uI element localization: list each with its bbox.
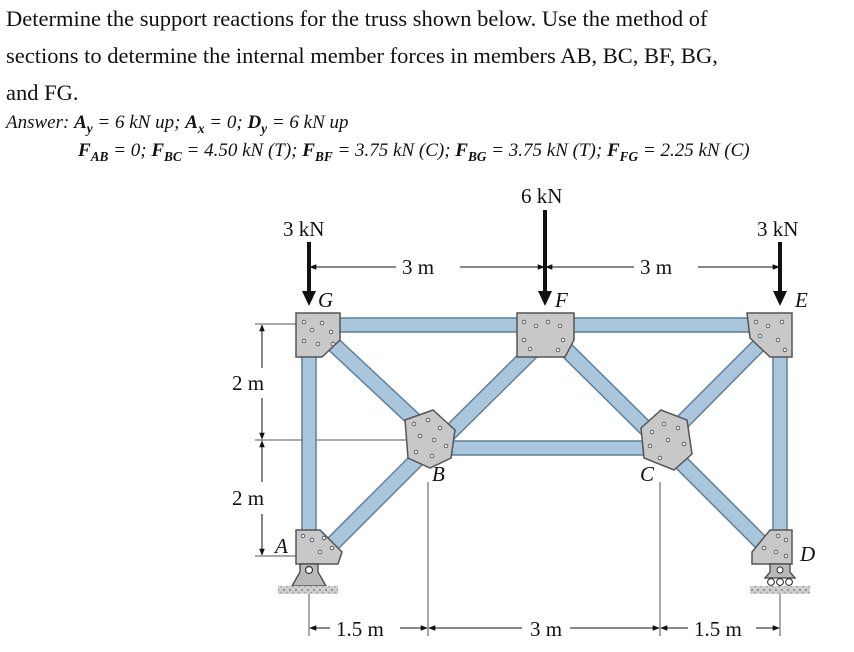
node-label-a: A [273,534,288,558]
gusset-a [295,529,343,565]
load-label-center: 6 kN [521,184,562,208]
ax-sub: x [197,120,205,136]
member-ag [301,324,317,551]
fab-sub: AB [90,148,109,164]
node-labels: G F E B C A D [273,288,815,566]
dim-label-top-left: 3 m [402,255,434,279]
fbg-value: = 3.75 kN (T); [486,140,607,161]
support-a-pin [278,563,338,594]
fbf-value: = 3.75 kN (C); [332,140,456,161]
fbf-label: F [302,140,315,161]
node-label-f: F [554,288,568,312]
fbg-label: F [455,140,468,161]
dy-label: D [247,112,262,133]
gusset-g [295,312,341,358]
answer-prefix: Answer: [6,112,70,133]
load-arrowhead-f [538,291,552,306]
dim-label-bottom-center: 3 m [530,617,562,641]
load-label-right: 3 kN [757,217,798,241]
support-d-roller [750,563,810,594]
fbc-sub: BC [164,148,182,164]
fab-label: F [78,140,91,161]
ground-d [750,586,810,594]
load-arrowhead-e [773,291,787,306]
dim-label-bottom-right: 1.5 m [694,617,742,641]
dim-label-left-upper: 2 m [232,371,264,395]
answer-member-forces: FAB = 0; FBC = 4.50 kN (T); FBF = 3.75 k… [78,140,750,165]
load-arrowhead-g [302,291,316,306]
figure-labels: 3 kN 6 kN 3 kN 3 m 3 m 2 m 2 m 1.5 m 3 m… [232,184,798,641]
gusset-d [751,529,793,565]
member-ab [316,444,433,560]
member-de [772,324,788,551]
problem-line-2: sections to determine the internal membe… [6,43,718,68]
ay-sub: y [86,120,93,136]
problem-line-3: and FG. [6,80,79,105]
ffg-sub: FG [619,148,639,164]
truss-figure: 3 kN 6 kN 3 kN 3 m 3 m 2 m 2 m 1.5 m 3 m… [232,184,815,641]
gusset-b [404,409,456,469]
dy-value: = 6 kN up [267,112,349,133]
ax-value: = 0; [204,112,248,133]
gusset-f [516,312,575,358]
ay-value: = 6 kN up; [92,112,186,133]
ground-a [278,586,338,594]
fbc-label: F [151,140,165,161]
problem-line-1: Determine the support reactions for the … [6,6,708,31]
ffg-label: F [606,140,620,161]
dimension-lines [259,264,780,631]
fbc-value: = 4.50 kN (T); [181,140,303,161]
ay-label: A [74,112,87,133]
node-label-e: E [794,288,808,312]
fab-value: = 0; [108,140,152,161]
node-label-d: D [799,542,815,566]
rivets [300,319,789,559]
fbf-sub: BF [314,148,333,164]
problem-statement: Determine the support reactions for the … [6,0,846,111]
answer-reactions: Answer: Ay = 6 kN up; Ax = 0; Dy = 6 kN … [6,112,349,137]
node-label-b: B [432,462,445,486]
dim-label-bottom-left: 1.5 m [336,617,384,641]
ax-label: A [185,112,198,133]
dy-sub: y [261,120,268,136]
fbg-sub: BG [467,148,487,164]
ffg-value: = 2.25 kN (C) [638,140,750,161]
load-arrows [302,210,787,306]
member-bc [427,440,661,456]
node-label-c: C [640,462,655,486]
load-label-left: 3 kN [283,217,324,241]
gusset-e [746,312,793,358]
dim-label-top-right: 3 m [640,255,672,279]
gusset-plates [295,312,793,565]
node-label-g: G [318,288,333,312]
dim-label-left-lower: 2 m [232,486,264,510]
